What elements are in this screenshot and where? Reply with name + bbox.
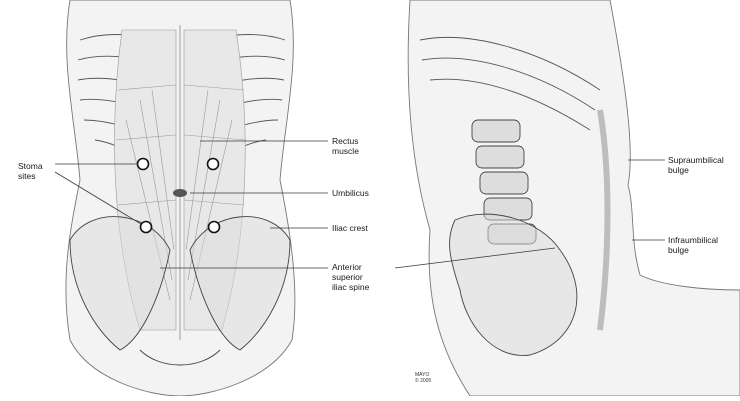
label-supraumbilical-bulge: Supraumbilical bulge [668,155,724,175]
stoma-site-upper-left [138,159,149,170]
side-view-figure [408,0,740,396]
label-umbilicus: Umbilicus [332,188,369,198]
label-rectus-muscle: Rectus muscle [332,136,359,156]
label-anterior-superior-iliac-spine: Anterior superior iliac spine [332,262,369,292]
stoma-site-upper-right [208,159,219,170]
stoma-site-lower-right [209,222,220,233]
torso-outline [66,0,295,396]
front-view-figure [66,0,295,396]
stoma-site-lower-left [141,222,152,233]
label-iliac-crest: Iliac crest [332,223,368,233]
mayo-credit: MAYO © 2005 [415,372,431,384]
umbilicus-mark [173,189,187,197]
side-body-outline [408,0,740,396]
label-infraumbilical-bulge: Infraumbilical bulge [668,235,718,255]
label-stoma-sites: Stoma sites [18,161,43,181]
